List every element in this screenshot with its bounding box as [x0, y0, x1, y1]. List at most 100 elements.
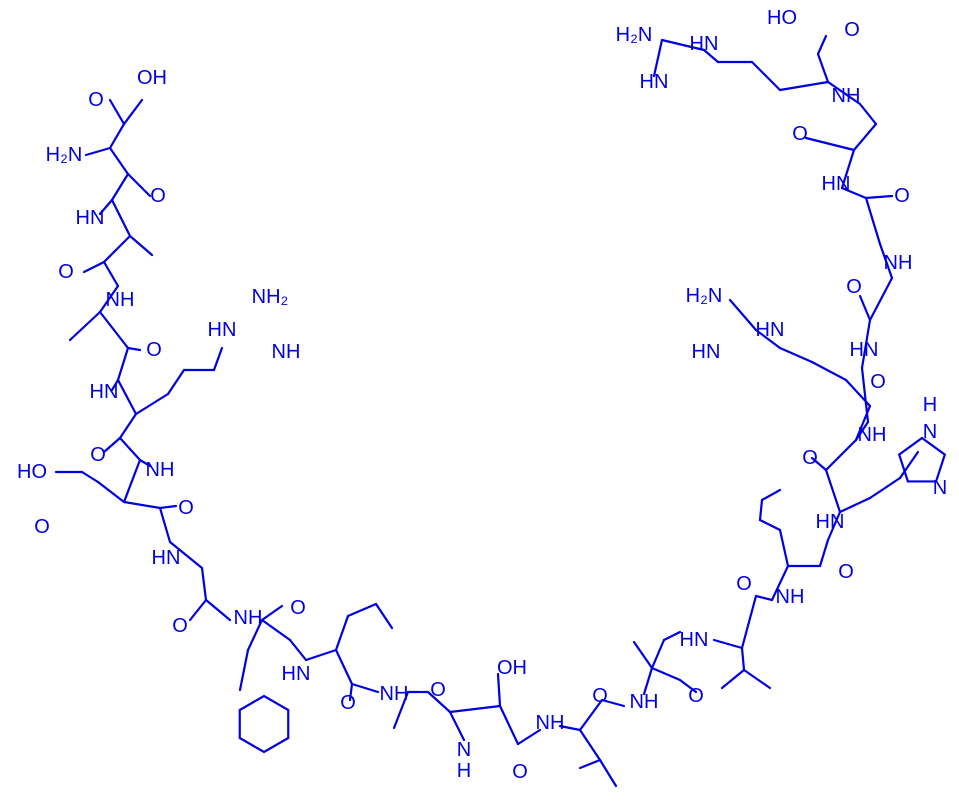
bond-105: [804, 136, 856, 152]
atom-arg3-g-h2n: H₂N: [616, 24, 653, 46]
atom-asp-co-o: O: [150, 185, 166, 207]
atom-thr-oh: OH: [497, 657, 527, 679]
bond-89: [810, 456, 828, 472]
atom-arg2-g-h2n: H₂N: [686, 285, 723, 307]
bond-33: [158, 504, 178, 510]
bond-38: [204, 598, 232, 622]
bond-52: [392, 690, 410, 730]
bond-78: [778, 528, 790, 568]
atom-his-ring-n1: N: [923, 421, 937, 443]
bond-49: [350, 682, 380, 694]
bond-90: [824, 438, 858, 472]
bond-56: [496, 672, 502, 708]
bond-64: [600, 698, 626, 708]
bond-40: [246, 618, 264, 652]
bond-7: [98, 198, 114, 216]
bond-43: [288, 638, 308, 662]
atom-thr-h: H: [457, 760, 471, 782]
bond-87: [898, 450, 920, 480]
atom-val1-o: O: [688, 685, 704, 707]
atom-val2-hn: HN: [680, 629, 709, 651]
bond-70: [662, 630, 682, 642]
atom-leu1-o: O: [340, 692, 356, 714]
atom-gly2-nh: NH: [884, 252, 913, 274]
atom-arg3-g-eq: HN: [640, 71, 669, 93]
atom-leu3-nh: NH: [776, 586, 805, 608]
bond-112: [750, 60, 782, 92]
bond-47: [374, 602, 394, 630]
bond-28: [122, 458, 142, 504]
atom-ala3-nh: NH: [380, 683, 409, 705]
bond-layer: [54, 34, 947, 788]
bond-96: [860, 366, 870, 424]
atom-arg2-o: O: [870, 371, 886, 393]
atom-arg1-g-nh2: NH₂: [252, 286, 289, 308]
bond-100: [878, 242, 894, 280]
atom-ala4-o: O: [846, 276, 862, 298]
bond-114: [702, 48, 720, 64]
bond-15: [98, 310, 130, 350]
bond-10: [102, 234, 132, 264]
bond-106: [852, 122, 878, 152]
bond-94: [778, 346, 814, 364]
bond-68: [678, 678, 698, 694]
bond-101: [864, 196, 882, 246]
benzene-ring: [238, 694, 290, 754]
bond-12: [102, 260, 120, 288]
atom-arg1-hn: HN: [90, 381, 119, 403]
atom-ala3-o: O: [430, 679, 446, 701]
bond-58: [516, 728, 542, 746]
bond-99: [868, 276, 894, 322]
bond-26: [118, 436, 142, 462]
bond-59: [558, 724, 582, 732]
atom-his-hn: HN: [816, 511, 845, 533]
bond-61: [598, 758, 618, 788]
atom-his-o: O: [802, 447, 818, 469]
bond-57: [498, 704, 520, 746]
bond-115: [660, 38, 706, 52]
bond-118: [728, 298, 758, 332]
bond-34: [158, 506, 172, 544]
bond-62: [578, 758, 602, 770]
bond-21: [166, 368, 186, 396]
bond-104: [840, 148, 856, 190]
atom-thr-n: N: [457, 739, 471, 761]
bond-20: [134, 392, 170, 416]
bond-97: [860, 318, 872, 370]
bond-27: [138, 458, 152, 468]
bond-102: [864, 194, 894, 200]
bond-80: [758, 498, 764, 522]
bond-17: [116, 346, 130, 382]
bond-117: [754, 328, 782, 350]
bond-29: [96, 480, 126, 504]
bond-23: [212, 346, 224, 372]
bond-32: [122, 500, 162, 510]
bond-14: [68, 310, 102, 342]
atom-arg2-g-nh: HN: [692, 341, 721, 363]
bond-30: [80, 470, 100, 484]
bond-79: [758, 518, 782, 532]
atom-leu1-hn: HN: [282, 663, 311, 685]
bond-46: [346, 602, 378, 618]
bond-8: [110, 198, 132, 238]
bond-107: [858, 102, 878, 126]
bond-116: [652, 38, 664, 78]
atom-gly1-o: O: [172, 615, 188, 637]
bond-25: [102, 436, 122, 454]
bond-77: [770, 564, 790, 602]
atom-asp-oh: OH: [137, 67, 167, 89]
bond-85: [838, 496, 872, 514]
bond-44: [304, 648, 338, 662]
atom-arg3-ho: HO: [767, 7, 797, 29]
atom-val1-nh: NH: [630, 691, 659, 713]
atom-ala4-hn: HN: [850, 339, 879, 361]
atom-arg1-o: O: [90, 444, 106, 466]
bond-18: [110, 378, 120, 392]
bond-66: [632, 640, 654, 670]
bond-76: [754, 594, 774, 602]
bond-13: [98, 284, 120, 314]
bond-65: [642, 666, 654, 696]
bond-1: [122, 98, 144, 126]
